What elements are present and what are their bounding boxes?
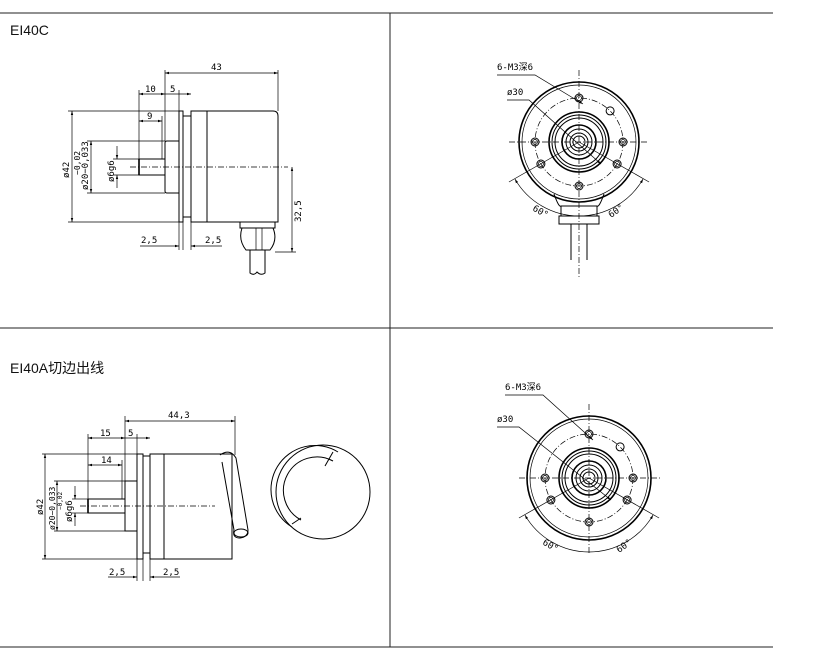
threaded-hole — [536, 159, 546, 169]
cable-end — [233, 528, 249, 538]
dim-label: 44,3 — [168, 411, 190, 421]
outer-rim-inner — [529, 418, 649, 538]
hub-ring — [575, 464, 603, 492]
dim-label: ø42 — [36, 499, 46, 515]
dim-label: ø20−0,033 — [81, 141, 91, 190]
dim-label: −0,02 — [73, 151, 82, 175]
ei40c-front-view: 6-M3深6 ø30 60° 60° — [497, 62, 650, 277]
housing — [190, 110, 279, 223]
dim-label: 2,5 — [109, 568, 125, 578]
panel-title-ei40a: EI40A切边出线 — [10, 360, 104, 376]
threaded-hole-inner — [624, 497, 630, 503]
angle-label: 60° — [541, 538, 560, 555]
hub-ring — [548, 111, 610, 173]
dim-label: 5 — [170, 85, 175, 95]
threaded-hole — [612, 159, 622, 169]
flange-ring — [142, 455, 151, 554]
bolt-circle-leader — [497, 426, 612, 501]
panel-title-ei40c: EI40C — [10, 22, 49, 38]
dim-label: −0,02 — [57, 492, 64, 510]
hub-ring — [572, 135, 586, 149]
flat-cut — [270, 445, 339, 528]
bolt-circle-label: ø30 — [497, 415, 513, 425]
dim-label: 15 — [100, 429, 111, 439]
hub-ring — [561, 124, 597, 160]
angle-arc-left — [524, 514, 590, 553]
dim-label: 14 — [101, 456, 112, 466]
thread-label: 6-M3深6 — [497, 62, 533, 73]
hub-ring — [554, 117, 604, 167]
dim-label: 5 — [128, 429, 133, 439]
outer-rim — [526, 415, 652, 541]
hub-ring — [569, 132, 589, 152]
cable-tube — [219, 451, 249, 539]
dim-label: 10 — [145, 85, 156, 95]
hub-ring — [565, 128, 593, 156]
angle-arc-left — [514, 178, 580, 217]
threaded-hole-inner — [538, 161, 544, 167]
bolt-circle-label: ø30 — [507, 88, 523, 98]
bolt-circle-leader — [507, 99, 602, 165]
hub-ring — [571, 460, 607, 496]
hub-ring — [582, 471, 596, 485]
bolt-circle — [544, 433, 634, 523]
thread-leader — [497, 74, 584, 105]
housing — [149, 453, 233, 560]
threaded-hole — [622, 495, 632, 505]
outer-rim-inner — [521, 84, 637, 200]
hub-ring — [551, 114, 607, 170]
outer-rim — [518, 81, 640, 203]
ei40a-front-view: 6-M3深6 ø30 60° 60° — [497, 382, 661, 555]
thread-leader — [505, 394, 594, 441]
hub-ring — [561, 450, 617, 506]
hub-ring — [564, 453, 614, 503]
hub-ring — [579, 468, 599, 488]
angle-label: 60° — [615, 538, 634, 556]
flange — [136, 453, 144, 560]
threaded-hole-inner — [614, 161, 620, 167]
ei40c-side-view: EI40C 43 10 5 9 ø42 ø20−0, — [10, 22, 304, 275]
thread-label: 6-M3深6 — [505, 382, 541, 393]
dim-label: ø6g6 — [107, 160, 117, 182]
angle-arc-right — [578, 178, 644, 217]
angle-arc-right — [588, 514, 654, 553]
bolt-circle — [534, 97, 624, 187]
dim-label: ø42 — [62, 162, 72, 178]
flange — [178, 110, 184, 223]
dim-label: 43 — [211, 63, 222, 73]
dim-label: ø20−0,033 — [48, 486, 57, 530]
hub-ring — [558, 447, 620, 509]
dim-label: 2,5 — [163, 568, 179, 578]
open-hole — [615, 442, 625, 452]
dim-label: ø6g6 — [65, 500, 75, 522]
cable-gland — [239, 222, 276, 251]
dim-label: 9 — [147, 112, 152, 122]
dim-label: 2,5 — [205, 236, 221, 246]
ei40a-side-view: EI40A切边出线 44,3 15 5 14 ø42 ø20− — [10, 360, 371, 581]
cable — [570, 224, 588, 260]
angle-label: 60° — [531, 204, 550, 221]
threaded-hole — [546, 495, 556, 505]
flange-ring — [182, 115, 192, 218]
end-view-circle — [275, 444, 371, 540]
dim-label: 2,5 — [141, 236, 157, 246]
open-hole — [605, 106, 615, 116]
cable — [249, 250, 266, 275]
angle-label: 60° — [607, 203, 626, 221]
dim-label: 32,5 — [294, 200, 304, 222]
threaded-hole-inner — [548, 497, 554, 503]
